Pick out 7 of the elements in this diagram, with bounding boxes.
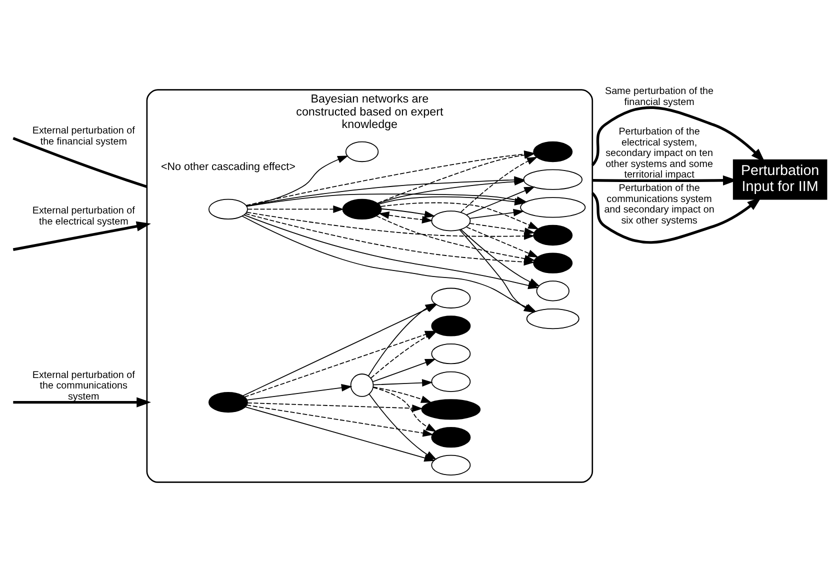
edge-label: Same perturbation of the financial system [605, 86, 714, 108]
edge-label: Perturbation of the communications system and secondary impact on six other systems [604, 182, 714, 226]
edge-label: External perturbation of the financial system [32, 125, 135, 147]
edge-label: Perturbation of the electrical system, secondary impact on ten other systems and some territorial impact [606, 126, 713, 180]
edge-label: External perturbation of the electrical system [32, 205, 135, 227]
edge-label: External perturbation of the communications system [32, 369, 135, 402]
label: <No other cascading effect> [160, 160, 296, 172]
